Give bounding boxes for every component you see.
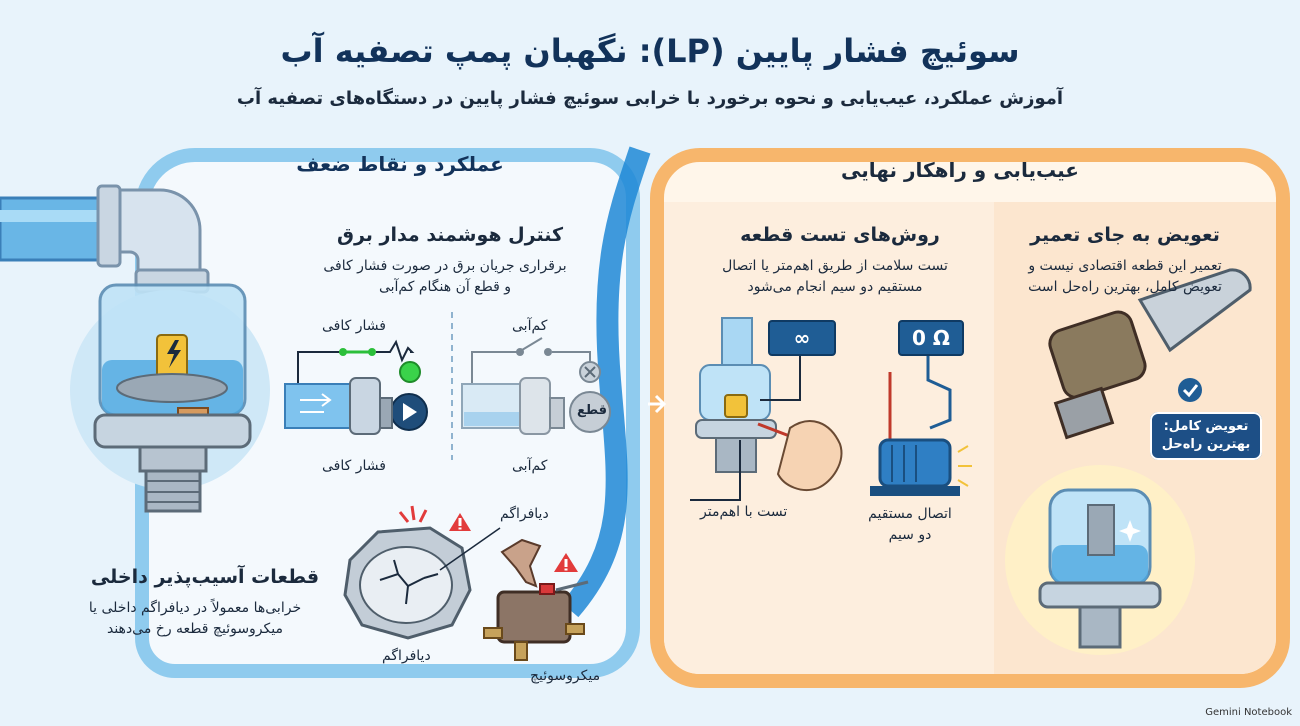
control-desc-line1: برقراری جریان برق در صورت فشار کافی <box>323 258 567 274</box>
test-desc-line2: مستقیم دو سیم انجام می‌شود <box>747 279 923 295</box>
control-desc: برقراری جریان برق در صورت فشار کافی و قط… <box>270 256 620 298</box>
left-panel-header: عملکرد و نقاط ضعف <box>296 152 504 176</box>
diaphragm-label-top: دیافراگم <box>500 506 549 522</box>
control-title: کنترل هوشمند مدار برق <box>336 224 564 246</box>
incoming-pipe-icon <box>0 184 210 294</box>
switch-under-test-icon <box>690 317 843 501</box>
low-water-label-bottom: کم‌آبی <box>512 458 548 474</box>
replace-desc-line2: تعویض کامل، بهترین راه‌حل است <box>1028 279 1222 295</box>
warning-icon <box>554 553 578 572</box>
replace-desc: تعمیر این قطعه اقتصادی نیست و تعویض کامل… <box>990 256 1260 298</box>
broken-part-icon <box>500 538 542 588</box>
microswitch-label: میکروسوئیچ <box>530 668 601 684</box>
low-water-label-top: کم‌آبی <box>512 318 548 334</box>
zero-ohm-reading: 0 Ω <box>898 320 964 356</box>
test-title: روش‌های تست قطعه <box>740 224 940 246</box>
flow-channel-icon <box>561 146 651 618</box>
test-desc: تست سلامت از طریق اهم‌متر یا اتصال مستقی… <box>680 256 990 298</box>
pressure-label-bottom: فشار کافی <box>322 458 386 474</box>
motor-icon <box>870 356 972 496</box>
cut-label: قطع <box>577 403 608 418</box>
crack-alert-icon <box>398 505 428 523</box>
pump-on-icon <box>284 339 428 435</box>
faulty-switch-icon <box>1048 268 1252 440</box>
pressure-label-top: فشار کافی <box>322 318 386 334</box>
page-title: سوئیچ فشار پایین (LP): نگهبان پمپ تصفیه … <box>280 32 1020 70</box>
footer-brand: Gemini Notebook <box>1205 707 1292 718</box>
right-panel-header: عیب‌یابی و راهکار نهایی <box>841 158 1079 182</box>
full-replacement-badge: تعویض کامل: بهترین راه‌حل <box>1150 412 1262 460</box>
warning-icon <box>449 513 471 531</box>
direct-label-line1: اتصال مستقیم <box>868 506 952 522</box>
infinity-reading: ∞ <box>768 320 836 356</box>
replace-desc-line1: تعمیر این قطعه اقتصادی نیست و <box>1028 258 1222 274</box>
badge-line1: تعویض کامل: <box>1163 419 1249 434</box>
parts-title: قطعات آسیب‌پذیر داخلی <box>90 566 320 588</box>
new-switch-icon <box>1005 465 1195 655</box>
page-subtitle: آموزش عملکرد، عیب‌یابی و نحوه برخورد با … <box>236 88 1064 109</box>
diaphragm-icon <box>343 526 501 640</box>
direct-connection-label: اتصال مستقیم دو سیم <box>860 504 960 546</box>
test-desc-line1: تست سلامت از طریق اهم‌متر یا اتصال <box>722 258 948 274</box>
hand-icon <box>776 420 843 492</box>
parts-desc-line1: خرابی‌ها معمولاً در دیافراگم داخلی یا <box>88 600 302 616</box>
pump-off-icon <box>461 337 611 435</box>
badge-line2: بهترین راه‌حل <box>1161 437 1251 452</box>
ohmmeter-test-label: تست با اهم‌متر <box>700 504 788 520</box>
control-desc-line2: و قطع آن هنگام کم‌آبی <box>378 279 512 295</box>
arrow-right-icon <box>648 394 667 414</box>
pressure-switch-icon <box>70 283 270 513</box>
parts-desc: خرابی‌ها معمولاً در دیافراگم داخلی یا می… <box>50 598 340 640</box>
replace-title: تعویض به جای تعمیر <box>1030 224 1220 246</box>
diaphragm-label-bottom: دیافراگم <box>382 648 431 664</box>
check-icon <box>1178 378 1202 402</box>
direct-label-line2: دو سیم <box>888 527 932 543</box>
microswitch-icon <box>483 580 589 661</box>
wrench-icon <box>1137 268 1252 353</box>
parts-desc-line2: میکروسوئیچ قطعه رخ می‌دهند <box>106 621 283 637</box>
